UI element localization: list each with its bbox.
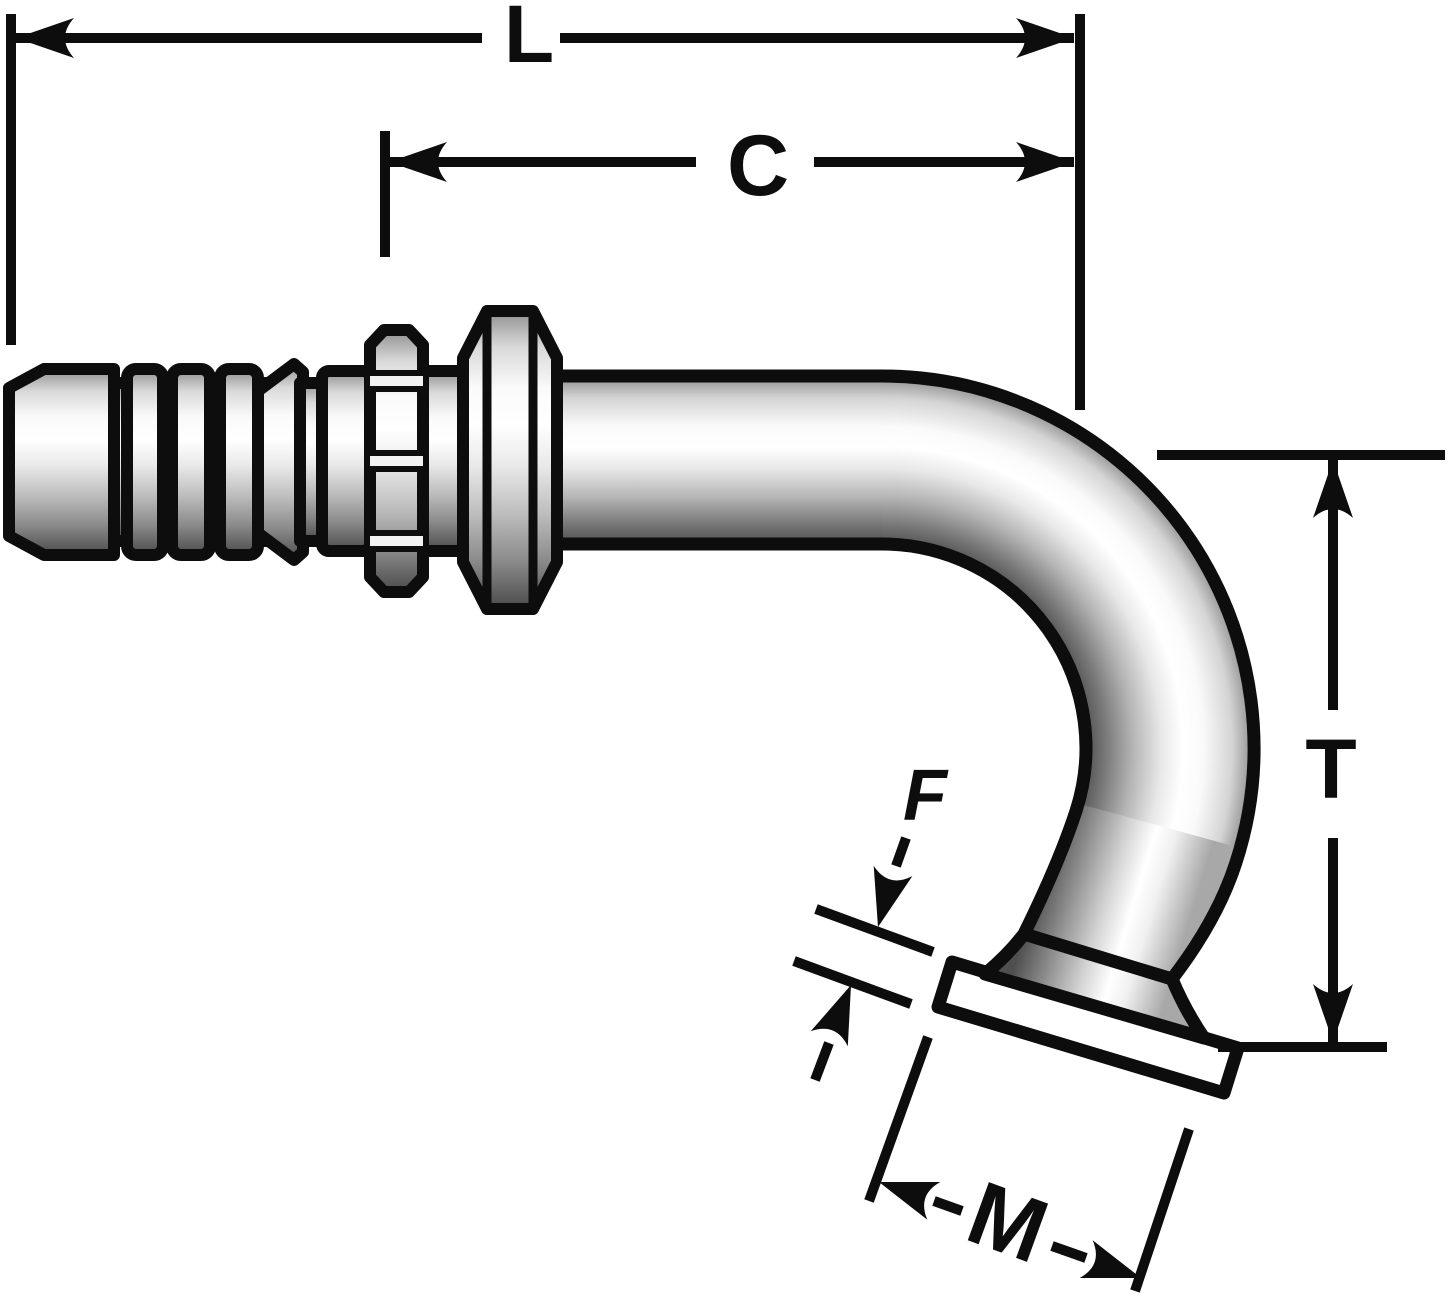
- leader-line: [810, 1041, 834, 1082]
- dimension-T: T: [1157, 450, 1445, 1052]
- dim-line: [932, 1196, 964, 1216]
- dim-label-M: M: [955, 1163, 1060, 1283]
- taper-cone: [252, 358, 309, 566]
- hose-fitting: [3, 305, 1261, 1100]
- barb-1: [121, 363, 169, 561]
- extension-line-left: [864, 1035, 933, 1203]
- collar-slot: [370, 450, 423, 472]
- hex-nut: [457, 305, 563, 615]
- tube-shading: [540, 376, 1255, 1038]
- dim-label-F: F: [903, 756, 949, 836]
- tube-outline: [533, 369, 1261, 1045]
- collar-slot: [370, 530, 423, 552]
- collar-ring: [316, 365, 376, 557]
- arrowhead-down-icon: [858, 865, 913, 933]
- flange-face-line-upper: [814, 904, 935, 957]
- flange-face-line-lower: [792, 956, 913, 1009]
- stem-nose: [3, 363, 120, 561]
- dimension-L: L: [6, 0, 1085, 410]
- dimension-C: C: [380, 118, 1074, 257]
- flare-weld-line: [1022, 927, 1174, 986]
- dim-line: [1050, 1241, 1088, 1263]
- collar-slots: [370, 370, 423, 552]
- barb-2: [166, 363, 216, 561]
- dim-label-L: L: [504, 0, 554, 80]
- collar-slot: [370, 370, 423, 392]
- leader-line: [891, 836, 911, 868]
- dim-label-T: T: [1305, 722, 1356, 816]
- dimension-F: F: [792, 756, 949, 1082]
- hose-stem: [3, 305, 563, 615]
- dimension-M: M: [864, 1035, 1194, 1297]
- extension-line-right: [1130, 1127, 1194, 1293]
- dim-label-C: C: [727, 118, 789, 214]
